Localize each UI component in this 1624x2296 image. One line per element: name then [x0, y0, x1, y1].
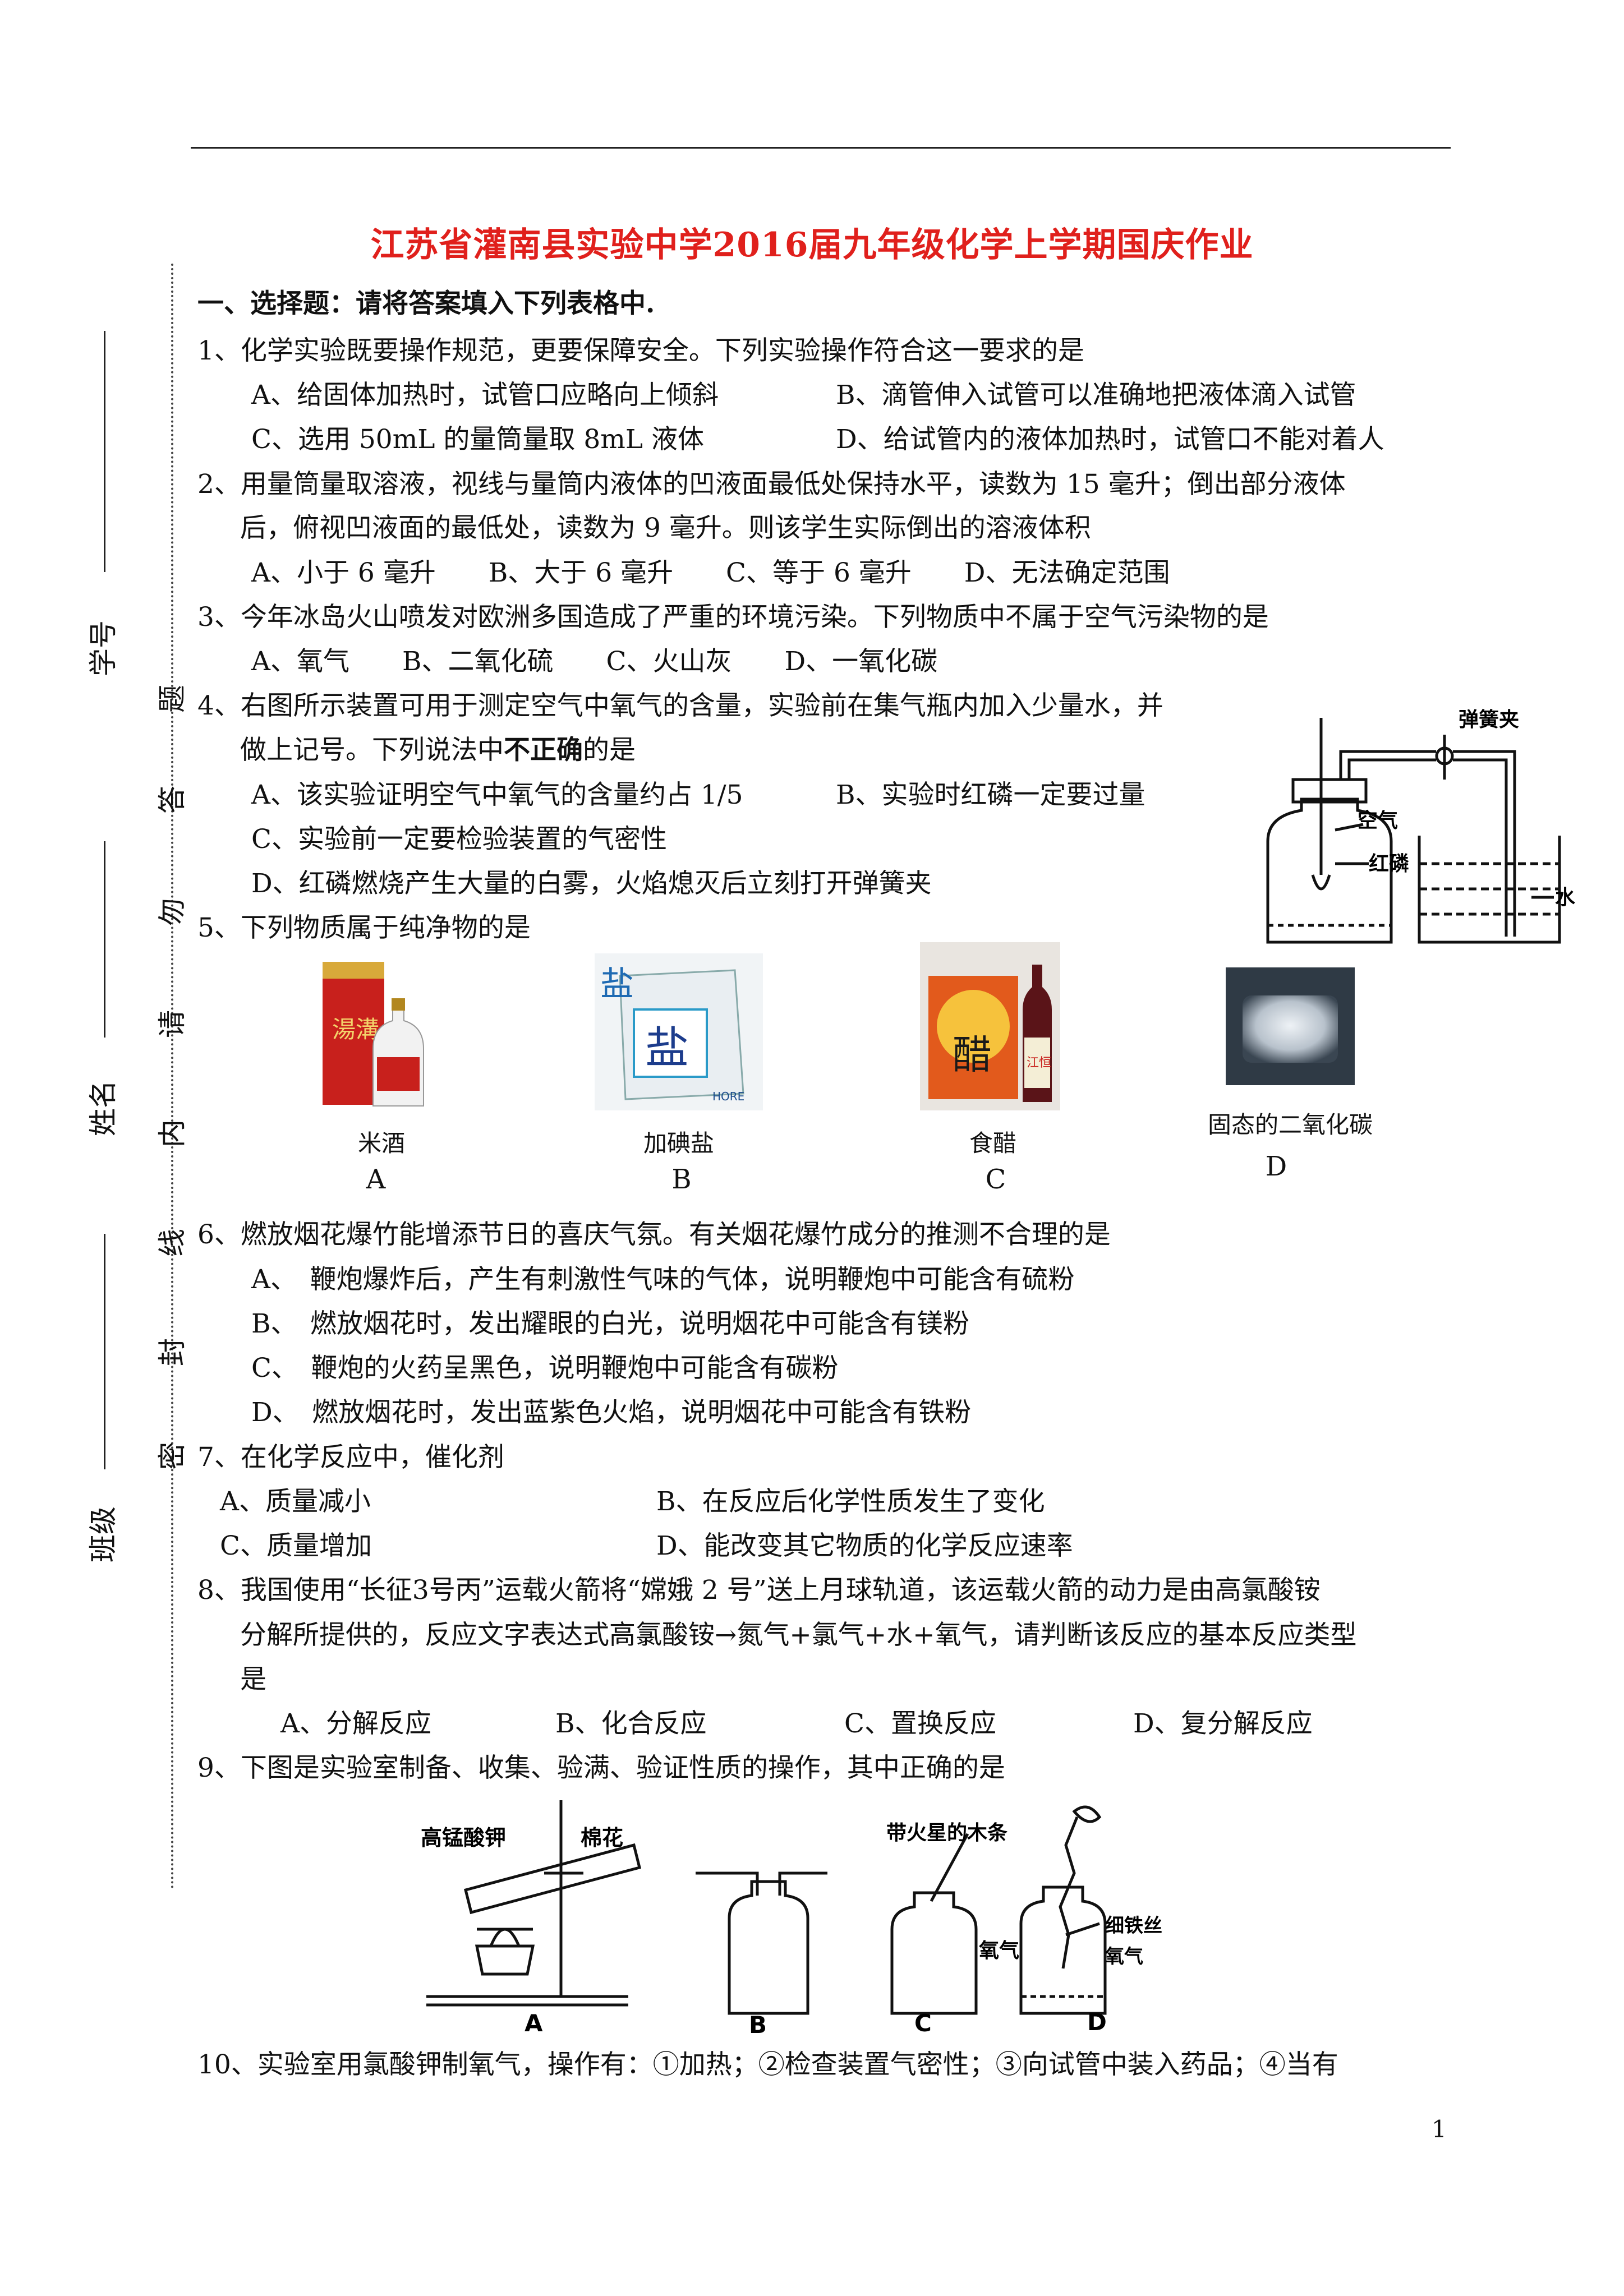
seal-char: 密	[156, 1442, 188, 1470]
fig-letter-a: A	[525, 2009, 543, 2036]
seal-char: 内	[156, 1119, 188, 1147]
section-heading: 一、选择题：请将答案填入下列表格中.	[197, 288, 655, 319]
q5-caption-d: 固态的二氧化碳	[1207, 1111, 1373, 1138]
name-label: 姓名	[87, 1080, 119, 1136]
seal-char: 请	[156, 1010, 188, 1038]
label-iron-wire: 细铁丝	[1105, 1915, 1162, 1937]
vinegar-image: 醋 江恒	[920, 942, 1060, 1110]
q5-caption-a: 米酒	[357, 1129, 405, 1157]
q1-stem: 1、化学实验既要操作规范，更要保障安全。下列实验操作符合这一要求的是	[197, 335, 1084, 366]
salt-bag-logo: 盐	[645, 1023, 689, 1073]
q8-option-a: A、分解反应	[280, 1708, 431, 1739]
fig-letter-c: C	[914, 2009, 932, 2036]
seal-char: 答	[156, 786, 188, 814]
q8-stem-line2: 分解所提供的，反应文字表达式高氯酸铵→氮气+氯气+水+氧气，请判断该反应的基本反…	[240, 1620, 1357, 1650]
class-label: 班级	[87, 1506, 119, 1562]
student-id-blank	[104, 331, 105, 572]
label-phosphorus: 红磷	[1369, 852, 1409, 875]
q6-option-b: B、 燃放烟花时，发出耀眼的白光，说明烟花中可能含有镁粉	[251, 1308, 970, 1339]
q4-option-c: C、实验前一定要检验装置的气密性	[251, 824, 667, 855]
label-splint: 带火星的木条	[886, 1822, 1007, 1845]
q8-stem-line1: 8、我国使用“长征3号丙”运载火箭将“嫦娥 2 号”送上月球轨道，该运载火箭的动…	[197, 1575, 1321, 1606]
q4-option-a: A、该实验证明空气中氧气的含量约占 1/5	[251, 780, 743, 810]
seal-dotted-line	[171, 264, 173, 1890]
seal-char: 封	[156, 1338, 188, 1366]
q7-option-b: B、在反应后化学性质发生了变化	[656, 1486, 1045, 1517]
iodized-salt-image: 盐 盐 HORE	[595, 953, 763, 1110]
q5-stem: 5、下列物质属于纯净物的是	[197, 912, 531, 943]
rice-wine-image: 湯溝	[323, 962, 424, 1106]
q1-option-b: B、滴管伸入试管可以准确地把液体滴入试管	[836, 380, 1356, 411]
q4-stem-line1: 4、右图所示装置可用于测定空气中氧气的含量，实验前在集气瓶内加入少量水，并	[197, 690, 1163, 721]
q10-stem: 10、实验室用氯酸钾制氧气，操作有：①加热；②检查装置气密性；③向试管中装入药品…	[197, 2049, 1338, 2080]
page-number: 1	[1432, 2115, 1447, 2143]
q6-stem: 6、燃放烟花爆竹能增添节日的喜庆气氛。有关烟花爆竹成分的推测不合理的是	[197, 1219, 1111, 1250]
vinegar-box-logo: 醋	[953, 1032, 992, 1078]
label-water: 水	[1555, 886, 1576, 909]
q6-option-a: A、 鞭炮爆炸后，产生有刺激性气味的气体，说明鞭炮中可能含有硫粉	[251, 1264, 1075, 1295]
q3-options: A、氧气 B、二氧化硫 C、火山灰 D、一氧化碳	[251, 646, 938, 677]
salt-top-logo: 盐	[600, 965, 634, 1004]
q7-option-d: D、能改变其它物质的化学反应速率	[656, 1530, 1073, 1561]
q8-stem-line3: 是	[240, 1664, 266, 1695]
q8-option-b: B、化合反应	[555, 1708, 707, 1739]
seal-char: 勿	[156, 898, 188, 926]
q5-letter-c: C	[985, 1164, 1006, 1195]
label-clip: 弹簧夹	[1459, 708, 1519, 731]
header-rule	[191, 147, 1451, 149]
q3-stem: 3、今年冰岛火山喷发对欧洲多国造成了严重的环境污染。下列物质中不属于空气污染物的…	[197, 602, 1269, 633]
q4-emphasis: 不正确	[504, 735, 583, 766]
label-cotton: 棉花	[581, 1825, 623, 1850]
student-id-label: 学号	[87, 620, 119, 676]
seal-char: 线	[156, 1229, 188, 1257]
dry-ice-image	[1226, 967, 1355, 1085]
q2-stem-line1: 2、用量筒量取溶液，视线与量筒内液体的凹液面最低处保持水平，读数为 15 毫升；…	[197, 469, 1346, 500]
label-kmno4: 高锰酸钾	[421, 1825, 506, 1850]
q4-option-b: B、实验时红磷一定要过量	[836, 780, 1145, 810]
label-air: 空气	[1358, 809, 1398, 832]
q2-options: A、小于 6 毫升 B、大于 6 毫升 C、等于 6 毫升 D、无法确定范围	[251, 557, 1170, 588]
name-blank	[104, 841, 105, 1038]
label-oxygen-c: 氧气	[979, 1939, 1019, 1962]
q7-option-a: A、质量减小	[220, 1486, 371, 1517]
q1-option-c: C、选用 50mL 的量筒量取 8mL 液体	[251, 424, 704, 455]
oxygen-measurement-apparatus: 弹簧夹 空气 红磷 水	[1266, 708, 1576, 944]
q5-caption-b: 加碘盐	[643, 1129, 714, 1157]
salt-brand: HORE	[712, 1090, 744, 1103]
oxygen-experiments-figure: 高锰酸钾 棉花 带火星的木条 氧气 细铁丝 氧气 A B C D	[421, 1800, 1162, 2036]
q1-option-a: A、给固体加热时，试管口应略向上倾斜	[251, 380, 719, 411]
q5-letter-d: D	[1265, 1151, 1287, 1182]
q9-stem: 9、下图是实验室制备、收集、验满、验证性质的操作，其中正确的是	[197, 1753, 1005, 1783]
seal-char: 题	[156, 685, 188, 713]
label-oxygen-d: 氧气	[1105, 1945, 1143, 1968]
fig-letter-b: B	[749, 2011, 767, 2036]
vinegar-bottle-label: 江恒	[1027, 1056, 1051, 1070]
q8-option-d: D、复分解反应	[1133, 1708, 1313, 1739]
class-blank	[104, 1234, 105, 1469]
q4-option-d: D、红磷燃烧产生大量的白雾，火焰熄灭后立刻打开弹簧夹	[251, 868, 932, 899]
wine-box-logo: 湯溝	[332, 1016, 379, 1043]
fig-letter-d: D	[1087, 2008, 1107, 2036]
q5-letter-a: A	[366, 1164, 386, 1195]
q1-option-d: D、给试管内的液体加热时，试管口不能对着人	[836, 424, 1384, 455]
q6-option-c: C、 鞭炮的火药呈黑色，说明鞭炮中可能含有碳粉	[251, 1353, 839, 1384]
page-title: 江苏省灌南县实验中学2016届九年级化学上学期国庆作业	[370, 225, 1254, 265]
q8-option-c: C、置换反应	[844, 1708, 996, 1739]
q7-option-c: C、质量增加	[220, 1530, 372, 1561]
q5-caption-c: 食醋	[969, 1129, 1016, 1157]
q5-letter-b: B	[671, 1164, 692, 1195]
q7-stem: 7、在化学反应中，催化剂	[197, 1442, 504, 1473]
q4-stem-line2: 做上记号。下列说法中不正确的是	[240, 735, 636, 766]
q2-stem-line2: 后，俯视凹液面的最低处，读数为 9 毫升。则该学生实际倒出的溶液体积	[240, 513, 1091, 543]
q6-option-d: D、 燃放烟花时，发出蓝紫色火焰，说明烟花中可能含有铁粉	[251, 1397, 972, 1428]
